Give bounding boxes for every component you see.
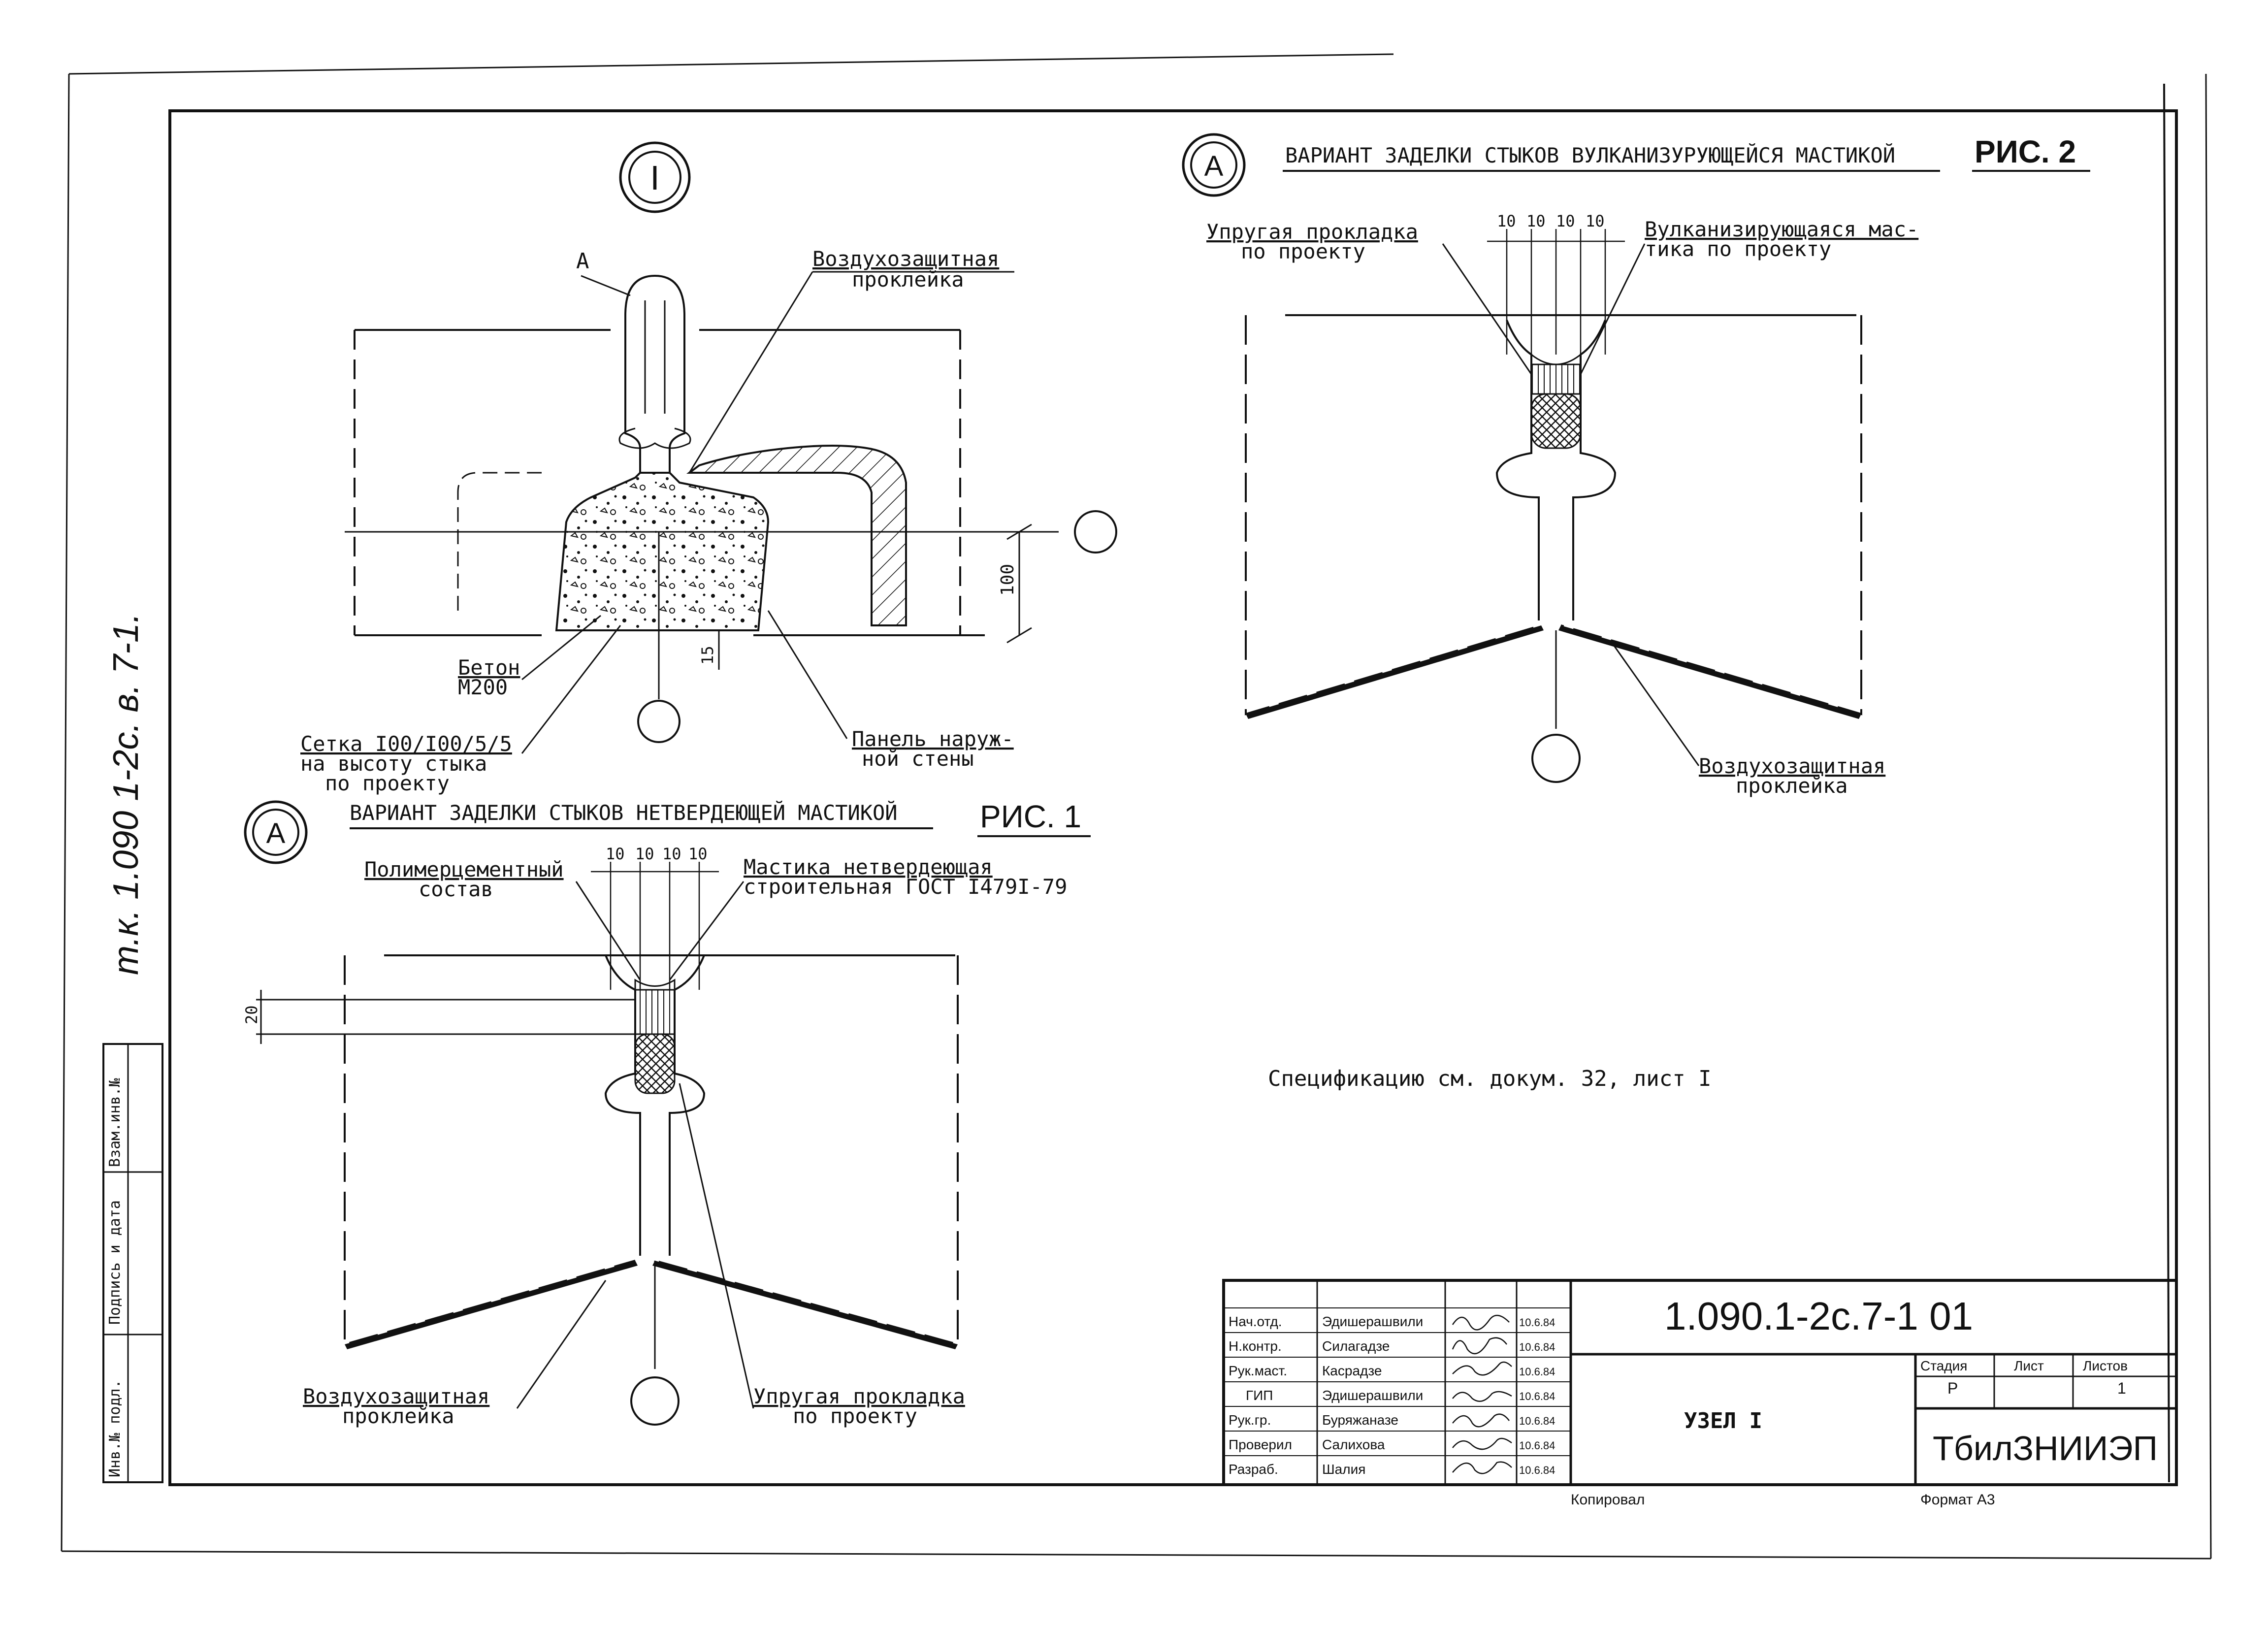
fig2-dims: 10 10 10 10 xyxy=(1497,212,1605,230)
title_block-rows-0-role: Нач.отд. xyxy=(1229,1314,1282,1329)
fig1-dims-3: 10 xyxy=(688,845,708,863)
fig2-marker: А xyxy=(1204,150,1224,182)
title_block-rows-4-role: Рук.гр. xyxy=(1229,1412,1271,1428)
fig2-detail: А ВАРИАНТ ЗАДЕЛКИ СТЫКОВ ВУЛКАНИЗУРУЮЩЕЙ… xyxy=(1182,133,2090,798)
fig2-title: ВАРИАНТ ЗАДЕЛКИ СТЫКОВ ВУЛКАНИЗУРУЮЩЕЙСЯ… xyxy=(1285,143,1895,167)
fig2-dims-2: 10 xyxy=(1556,212,1575,230)
fig1-dims-2: 10 xyxy=(662,845,681,863)
inner-frame xyxy=(168,109,2178,1486)
stage-value: Р xyxy=(1947,1379,1958,1397)
concrete-1: Бетон xyxy=(458,655,520,680)
fig2-gasket-2: по проекту xyxy=(1241,239,1365,263)
fig1-title: ВАРИАНТ ЗАДЕЛКИ СТЫКОВ НЕТВЕРДЕЮЩЕЙ МАСТ… xyxy=(350,800,898,825)
fig1-mastic-2: строительная ГОСТ I479I-79 xyxy=(744,875,1067,899)
fig2-mastic-2: тика по проекту xyxy=(1645,237,1831,261)
side-stamp: т.к. 1.090 1-2с. в. 7-1. xyxy=(106,613,146,975)
fig1-air-barrier-1: Воздухозащитная xyxy=(303,1384,489,1408)
fig1-dims-1: 10 xyxy=(635,845,654,863)
outer-frame xyxy=(61,53,2212,1560)
fig2-gasket-1: Упругая прокладка xyxy=(1206,220,1418,244)
fig1-label: РИС. 1 xyxy=(980,799,1081,834)
title_block-rows-2-name: Касрадзе xyxy=(1322,1363,1382,1378)
title_block-rows-3-role: ГИП xyxy=(1246,1388,1273,1403)
title_block-rows-6-name: Шалия xyxy=(1322,1462,1365,1477)
fig1-dims-0: 10 xyxy=(606,845,625,863)
fig2-label: РИС. 2 xyxy=(1975,134,2076,169)
title_block-rows-1-name: Силагадзе xyxy=(1322,1338,1390,1354)
node1-air-barrier-1: Воздухозащитная xyxy=(812,247,999,271)
node-i-marker: I xyxy=(650,159,659,197)
fig1-dims: 10 10 10 10 xyxy=(606,845,708,863)
org-name: ТбилЗНИИЭП xyxy=(1933,1429,2158,1467)
sheets-value: 1 xyxy=(2117,1379,2126,1397)
title_block-rows-3-date: 10.6.84 xyxy=(1519,1390,1555,1402)
title_block-rows-2-date: 10.6.84 xyxy=(1519,1366,1555,1378)
node-i-detail: I 100 15 А Воздухозащитная проклейка xyxy=(300,141,1117,795)
fig1-polymer-2: состав xyxy=(419,877,493,901)
title_block-rows-6-role: Разраб. xyxy=(1229,1462,1278,1477)
title_block-rows-1-role: Н.контр. xyxy=(1229,1338,1282,1354)
fig1-detail: А ВАРИАНТ ЗАДЕЛКИ СТЫКОВ НЕТВЕРДЕЮЩЕЙ МА… xyxy=(242,799,1091,1428)
title_block-rows-5-name: Салихова xyxy=(1322,1437,1385,1452)
tb-row: Рук.маст. Касрадзе 10.6.84 xyxy=(1229,1363,1555,1378)
fig2-air-barrier-1: Воздухозащитная xyxy=(1699,754,1885,778)
title_block-rows-0-date: 10.6.84 xyxy=(1519,1316,1555,1329)
dim-100: 100 xyxy=(998,564,1018,596)
tb-row: Нач.отд. Эдишерашвили 10.6.84 xyxy=(1229,1314,1555,1329)
fig1-mastic-1: Мастика нетвердеющая xyxy=(744,855,993,879)
doc-code: 1.090.1-2с.7-1 01 xyxy=(1664,1294,1973,1338)
title_block-rows-5-role: Проверил xyxy=(1229,1437,1292,1452)
strip-inv: Инв.№ подл. xyxy=(106,1379,124,1477)
stage-header: Стадия xyxy=(1920,1358,1967,1373)
title_block-rows-6-date: 10.6.84 xyxy=(1519,1464,1555,1476)
fig1-polymer-1: Полимерцементный xyxy=(364,857,564,881)
title_block-rows-4-date: 10.6.84 xyxy=(1519,1415,1555,1427)
fig2-dims-0: 10 xyxy=(1497,212,1516,230)
title_block-rows-4-name: Буряжаназе xyxy=(1322,1412,1398,1428)
title-block: Нач.отд. Эдишерашвили 10.6.84 Н.контр. С… xyxy=(1222,1279,2178,1486)
sheets-header: Листов xyxy=(2083,1358,2128,1373)
tb-row: Рук.гр. Буряжаназе 10.6.84 xyxy=(1229,1412,1555,1428)
mesh-1: Сетка I00/I00/5/5 xyxy=(300,732,512,756)
fig1-dim-20: 20 xyxy=(242,1005,261,1024)
copied-label: Копировал xyxy=(1571,1492,1645,1508)
fig2-dims-1: 10 xyxy=(1526,212,1546,230)
label-a: А xyxy=(576,249,589,274)
mesh-2: на высоту стыка xyxy=(300,751,487,776)
tb-row: Разраб. Шалия 10.6.84 xyxy=(1229,1462,1555,1477)
title_block-rows-2-role: Рук.маст. xyxy=(1229,1363,1287,1378)
signatures xyxy=(1452,1315,1512,1474)
fig2-mastic-1: Вулканизирующаяся мас- xyxy=(1645,217,1918,241)
left-strip: Инв.№ подл. Подпись и дата Взам.инв.№ xyxy=(102,1043,163,1483)
tb-row: Проверил Салихова 10.6.84 xyxy=(1229,1437,1555,1452)
strip-replace: Взам.инв.№ xyxy=(106,1078,124,1167)
fig2-dims-3: 10 xyxy=(1586,212,1605,230)
tb-row: ГИП Эдишерашвили 10.6.84 xyxy=(1246,1388,1555,1403)
sheet-name: УЗЕЛ I xyxy=(1684,1408,1762,1434)
fig1-gasket-2: по проекту xyxy=(793,1404,917,1428)
strip-sign: Подпись и дата xyxy=(106,1200,124,1325)
tb-row: Н.контр. Силагадзе 10.6.84 xyxy=(1229,1338,1555,1354)
mesh-3: по проекту xyxy=(325,771,450,795)
title_block-rows-1-date: 10.6.84 xyxy=(1519,1341,1555,1353)
concrete-2: М200 xyxy=(458,675,508,699)
fig1-air-barrier-2: проклейка xyxy=(342,1404,454,1428)
title_block-rows-5-date: 10.6.84 xyxy=(1519,1439,1555,1452)
fig1-gasket-1: Упругая прокладка xyxy=(753,1384,965,1408)
format-label: Формат А3 xyxy=(1920,1492,1995,1508)
panel-1: Панель наруж- xyxy=(852,727,1014,751)
title_block-rows-3-name: Эдишерашвили xyxy=(1322,1388,1423,1403)
sheet-header: Лист xyxy=(2014,1358,2044,1373)
node1-air-barrier-2: проклейка xyxy=(852,267,964,292)
fig1-marker: А xyxy=(266,817,286,849)
title_block-rows-0-name: Эдишерашвили xyxy=(1322,1314,1423,1329)
fig2-air-barrier-2: проклейка xyxy=(1736,774,1848,798)
dim-15: 15 xyxy=(698,646,717,665)
panel-2: ной стены xyxy=(862,747,974,771)
spec-note: Спецификацию см. докум. 32, лист I xyxy=(1268,1066,1712,1091)
